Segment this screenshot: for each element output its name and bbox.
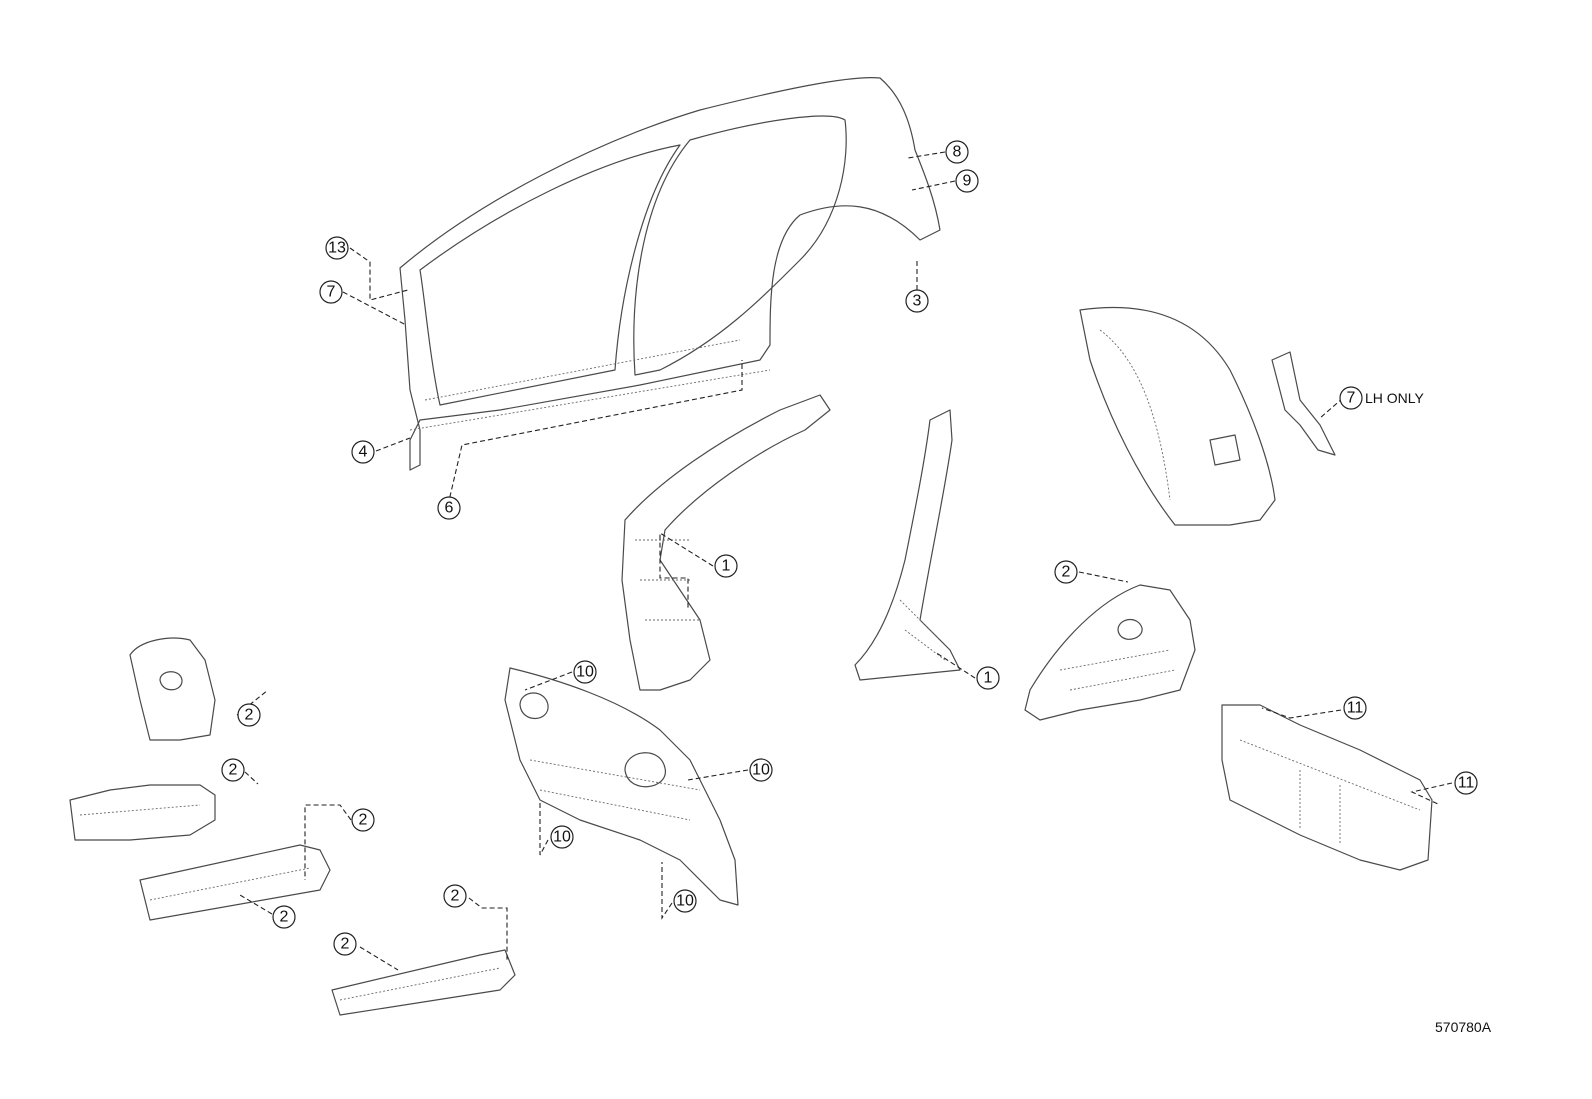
callout: 11 (1454, 771, 1478, 795)
svg-text:10: 10 (576, 664, 594, 681)
callout: 2 (443, 884, 467, 908)
callout: 6 (437, 496, 461, 520)
callout: 10 (673, 889, 697, 913)
svg-text:10: 10 (676, 893, 694, 910)
callout: 8 (945, 140, 969, 164)
lh-only-note: LH ONLY (1365, 390, 1425, 406)
svg-text:11: 11 (1347, 700, 1364, 717)
svg-text:2: 2 (341, 936, 350, 953)
lh-only-bracket (1271, 351, 1336, 456)
callout: 10 (749, 758, 773, 782)
callout: 10 (550, 825, 574, 849)
callout: 1 (976, 666, 1000, 690)
back-panel (1221, 704, 1433, 871)
callout: 7 (319, 280, 343, 304)
svg-text:13: 13 (328, 240, 346, 257)
rear-wheel-housing (1024, 584, 1196, 721)
rear-quarter-panel (1079, 306, 1276, 526)
callout: 2 (221, 758, 245, 782)
svg-text:7: 7 (1347, 390, 1356, 407)
svg-text:2: 2 (1062, 564, 1071, 581)
callout: 10 (573, 660, 597, 684)
front-side-member (139, 844, 331, 921)
svg-text:1: 1 (722, 558, 731, 575)
callout: 13 (325, 236, 349, 260)
svg-text:2: 2 (245, 707, 254, 724)
callout: 2 (272, 905, 296, 929)
callout: 2 (333, 932, 357, 956)
leader-lines (236, 151, 1453, 971)
callout: 7 (1339, 386, 1363, 410)
callout: 2 (1054, 560, 1078, 584)
center-pillar-panel (854, 409, 961, 681)
dash-panel (504, 667, 739, 906)
svg-text:11: 11 (1458, 775, 1475, 792)
callout: 3 (905, 289, 929, 313)
svg-text:2: 2 (359, 812, 368, 829)
figure-number: 570780A (1435, 1019, 1492, 1035)
callout: 11 (1343, 696, 1367, 720)
svg-text:9: 9 (963, 173, 972, 190)
callout: 2 (237, 703, 261, 727)
front-apron-upper (129, 637, 216, 741)
svg-text:10: 10 (752, 762, 770, 779)
svg-text:6: 6 (445, 500, 454, 517)
front-side-member-upper (69, 784, 216, 841)
svg-text:2: 2 (280, 909, 289, 926)
svg-text:7: 7 (327, 284, 336, 301)
callout: 4 (351, 440, 375, 464)
svg-text:8: 8 (953, 144, 962, 161)
svg-text:4: 4 (359, 444, 368, 461)
front-pillar-panel (621, 394, 831, 691)
svg-text:3: 3 (913, 293, 922, 310)
svg-text:2: 2 (451, 888, 460, 905)
svg-text:2: 2 (229, 762, 238, 779)
front-floor-side-member (331, 949, 516, 1016)
side-outer-panel (399, 77, 941, 471)
svg-text:10: 10 (553, 829, 571, 846)
callout: 2 (351, 808, 375, 832)
svg-text:1: 1 (984, 670, 993, 687)
callout: 1 (714, 554, 738, 578)
callout: 9 (955, 169, 979, 193)
